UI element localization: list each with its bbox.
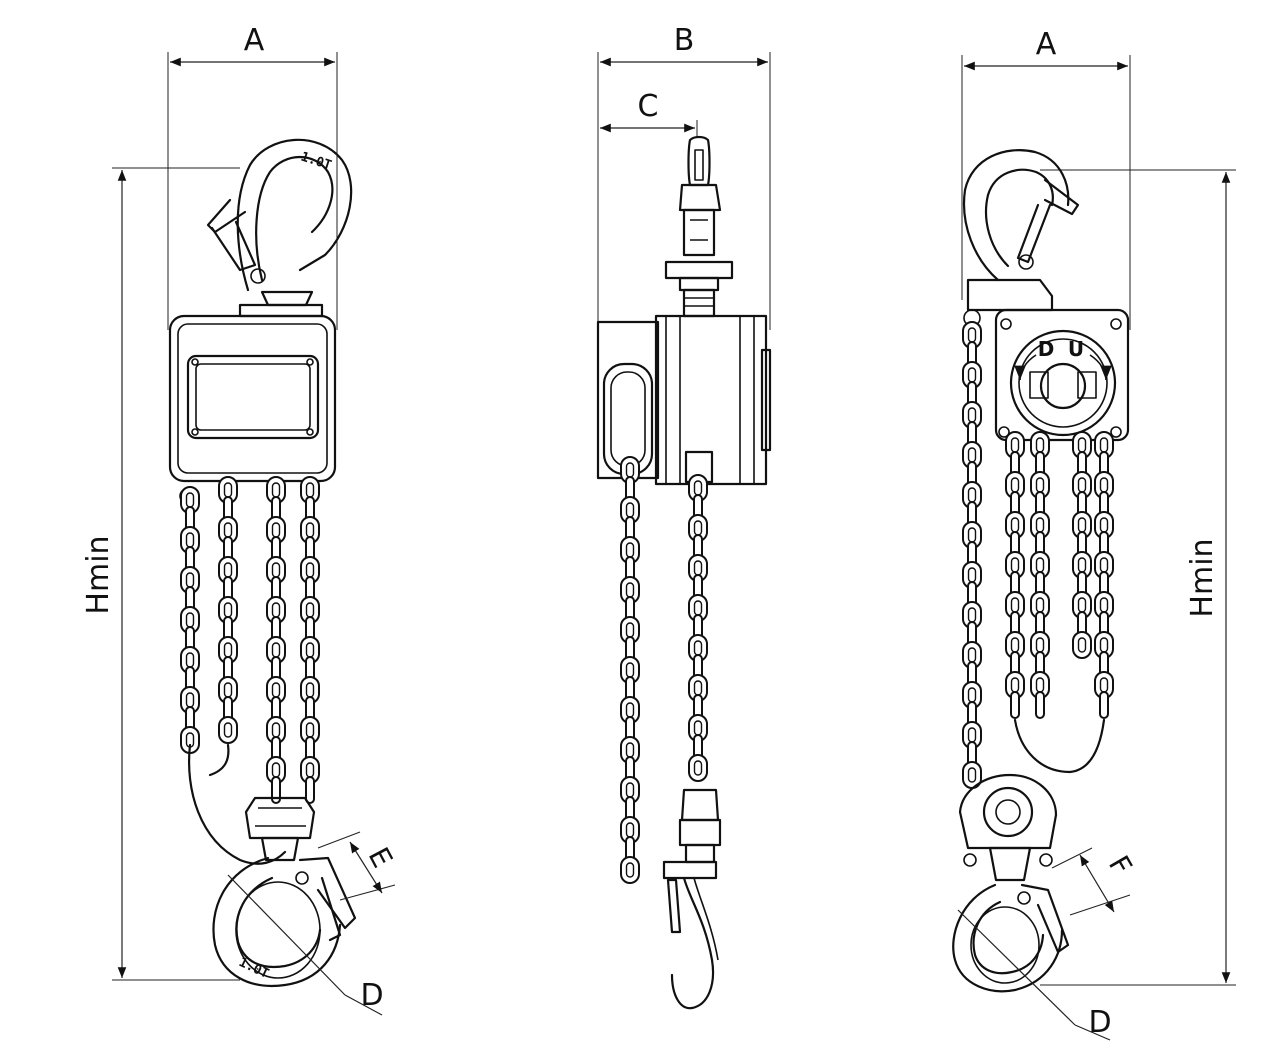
- chain-link: [1035, 691, 1045, 719]
- bottom-hook-side: [662, 788, 722, 1010]
- chain-link: [1099, 691, 1109, 719]
- bottom-hook-stamp: 1.0T: [236, 955, 271, 982]
- chain-link: [305, 776, 315, 804]
- bottom-hook-left: 1.0T: [212, 856, 357, 988]
- load-chain-right: [962, 321, 1025, 789]
- dimension-d-left: D: [227, 874, 384, 1016]
- top-hook-left: 1.0T: [206, 138, 353, 318]
- direction-up-label: U: [1068, 337, 1084, 361]
- bottom-block-right: [958, 773, 1058, 882]
- hand-chain-side: [620, 456, 640, 884]
- top-hook-stamp: 1.0T: [299, 150, 334, 174]
- label-b: B: [674, 23, 695, 58]
- dimension-c: C: [600, 89, 698, 138]
- label-hmin-left: Hmin: [81, 535, 116, 614]
- chain-link: [218, 716, 238, 744]
- top-hook-right: [963, 149, 1080, 327]
- label-f: F: [1102, 850, 1139, 880]
- bottom-hook-right: [952, 883, 1070, 993]
- top-hook-side: [664, 135, 734, 318]
- dimension-f: F: [1051, 847, 1139, 916]
- load-chain-side: [688, 474, 708, 782]
- label-d-right: D: [1088, 1005, 1111, 1040]
- chain-link: [688, 754, 708, 782]
- dimension-d-right: D: [957, 909, 1112, 1041]
- dimension-hmin-right: Hmin: [1040, 169, 1236, 986]
- hand-chain-left: [180, 476, 238, 754]
- rear-view: A Hmin: [952, 27, 1236, 1041]
- chain-link: [1010, 691, 1020, 719]
- bottom-block-left: [244, 796, 316, 862]
- hoist-housing-left: [168, 314, 337, 504]
- label-d-left: D: [360, 978, 383, 1013]
- dimension-a-right: A: [961, 27, 1131, 330]
- label-hmin-right: Hmin: [1185, 538, 1220, 617]
- side-view: B C: [596, 23, 772, 1010]
- chain-link: [620, 856, 640, 884]
- load-chain-left: [266, 476, 320, 804]
- dimension-e: E: [317, 831, 399, 901]
- direction-down-label: D: [1038, 337, 1055, 361]
- hand-chain-right: [1030, 431, 1114, 719]
- dimension-b: B: [597, 23, 771, 330]
- dimension-a-left: A: [167, 23, 338, 330]
- dimension-hmin-left: Hmin: [81, 167, 240, 981]
- front-view: A Hmin 1.0T: [81, 23, 399, 1016]
- label-a-right: A: [1036, 27, 1057, 62]
- label-c: C: [638, 89, 659, 124]
- hoist-housing-right: D U: [994, 308, 1130, 442]
- chain-link: [1072, 631, 1092, 659]
- label-a-left: A: [244, 23, 265, 58]
